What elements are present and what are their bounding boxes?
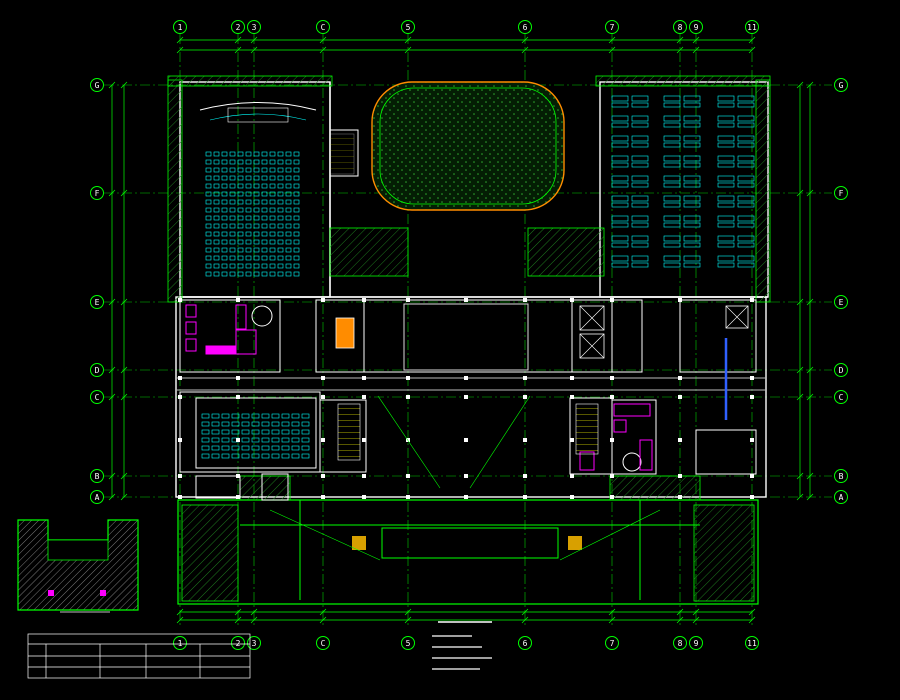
svg-text:B: B	[839, 472, 844, 481]
svg-text:1: 1	[178, 639, 183, 648]
legend-table	[27, 633, 251, 679]
dimension-lines	[108, 36, 814, 624]
column-axis-bubbles-top: 1 2 3 C 5 6 7 8 9 11	[173, 20, 759, 34]
column-bubble-7: 7	[605, 20, 619, 34]
column-bubble-3: 3	[247, 20, 261, 34]
classroom-desks	[611, 95, 755, 268]
svg-text:D: D	[95, 366, 100, 375]
svg-text:F: F	[839, 189, 844, 198]
svg-text:C: C	[95, 393, 100, 402]
row-bubble-F: F	[90, 186, 104, 200]
column-bubble-3: 3	[247, 636, 261, 650]
column-bubble-11: 11	[745, 20, 759, 34]
svg-text:1: 1	[178, 23, 183, 32]
row-bubble-A: A	[834, 490, 848, 504]
svg-text:2: 2	[236, 639, 241, 648]
svg-text:5: 5	[406, 639, 411, 648]
svg-text:9: 9	[694, 23, 699, 32]
column-bubble-C: C	[316, 636, 330, 650]
column-bubble-2: 2	[231, 20, 245, 34]
svg-text:11: 11	[747, 639, 757, 648]
svg-text:8: 8	[678, 23, 683, 32]
svg-text:E: E	[839, 298, 844, 307]
row-bubble-E: E	[834, 295, 848, 309]
svg-text:5: 5	[406, 23, 411, 32]
courtyard-garden	[371, 81, 565, 211]
svg-text:6: 6	[523, 639, 528, 648]
svg-text:G: G	[839, 81, 844, 90]
svg-text:A: A	[95, 493, 100, 502]
column-bubble-6: 6	[518, 636, 532, 650]
svg-text:G: G	[95, 81, 100, 90]
lower-classroom-desks	[195, 397, 317, 469]
svg-text:C: C	[321, 639, 326, 648]
svg-text:9: 9	[694, 639, 699, 648]
svg-text:6: 6	[523, 23, 528, 32]
building-outline	[175, 81, 769, 605]
toilet-fixtures	[185, 304, 653, 472]
column-bubble-9: 9	[689, 20, 703, 34]
column-bubble-C: C	[316, 20, 330, 34]
row-bubble-G: G	[834, 78, 848, 92]
row-bubble-G: G	[90, 78, 104, 92]
svg-text:8: 8	[678, 639, 683, 648]
column-bubble-5: 5	[401, 20, 415, 34]
stairs-and-elevators	[329, 133, 749, 550]
hatched-wall-zones	[167, 75, 771, 602]
interior-walls	[176, 129, 766, 600]
svg-text:B: B	[95, 472, 100, 481]
svg-text:A: A	[839, 493, 844, 502]
svg-text:C: C	[839, 393, 844, 402]
svg-text:7: 7	[610, 23, 615, 32]
structural-columns	[178, 298, 754, 499]
svg-text:2: 2	[236, 23, 241, 32]
row-bubble-C: C	[834, 390, 848, 404]
column-bubble-8: 8	[673, 636, 687, 650]
svg-text:7: 7	[610, 639, 615, 648]
row-bubble-C: C	[90, 390, 104, 404]
column-bubble-1: 1	[173, 20, 187, 34]
svg-text:11: 11	[747, 23, 757, 32]
row-bubble-A: A	[90, 490, 104, 504]
row-axis-bubbles-right: G F E D C B A	[834, 78, 848, 504]
svg-text:3: 3	[252, 639, 257, 648]
column-bubble-6: 6	[518, 20, 532, 34]
drawing-notes	[432, 621, 492, 670]
column-bubble-2: 2	[231, 636, 245, 650]
row-bubble-E: E	[90, 295, 104, 309]
row-bubble-F: F	[834, 186, 848, 200]
row-bubble-B: B	[834, 469, 848, 483]
svg-text:F: F	[95, 189, 100, 198]
auditorium-seating	[199, 102, 317, 277]
diagonal-guide-lines	[269, 395, 661, 561]
column-bubble-7: 7	[605, 636, 619, 650]
svg-text:3: 3	[252, 23, 257, 32]
column-bubble-9: 9	[689, 636, 703, 650]
site-key-plan	[17, 519, 139, 613]
column-bubble-11: 11	[745, 636, 759, 650]
column-bubble-1: 1	[173, 636, 187, 650]
svg-text:C: C	[321, 23, 326, 32]
column-bubble-8: 8	[673, 20, 687, 34]
row-bubble-D: D	[834, 363, 848, 377]
column-axis-bubbles-bottom: 1 2 3 C 5 6 7 8 9 11	[173, 636, 759, 650]
svg-text:E: E	[95, 298, 100, 307]
row-bubble-B: B	[90, 469, 104, 483]
column-bubble-5: 5	[401, 636, 415, 650]
row-axis-bubbles-left: G F E D C B A	[90, 78, 104, 504]
row-bubble-D: D	[90, 363, 104, 377]
svg-text:D: D	[839, 366, 844, 375]
